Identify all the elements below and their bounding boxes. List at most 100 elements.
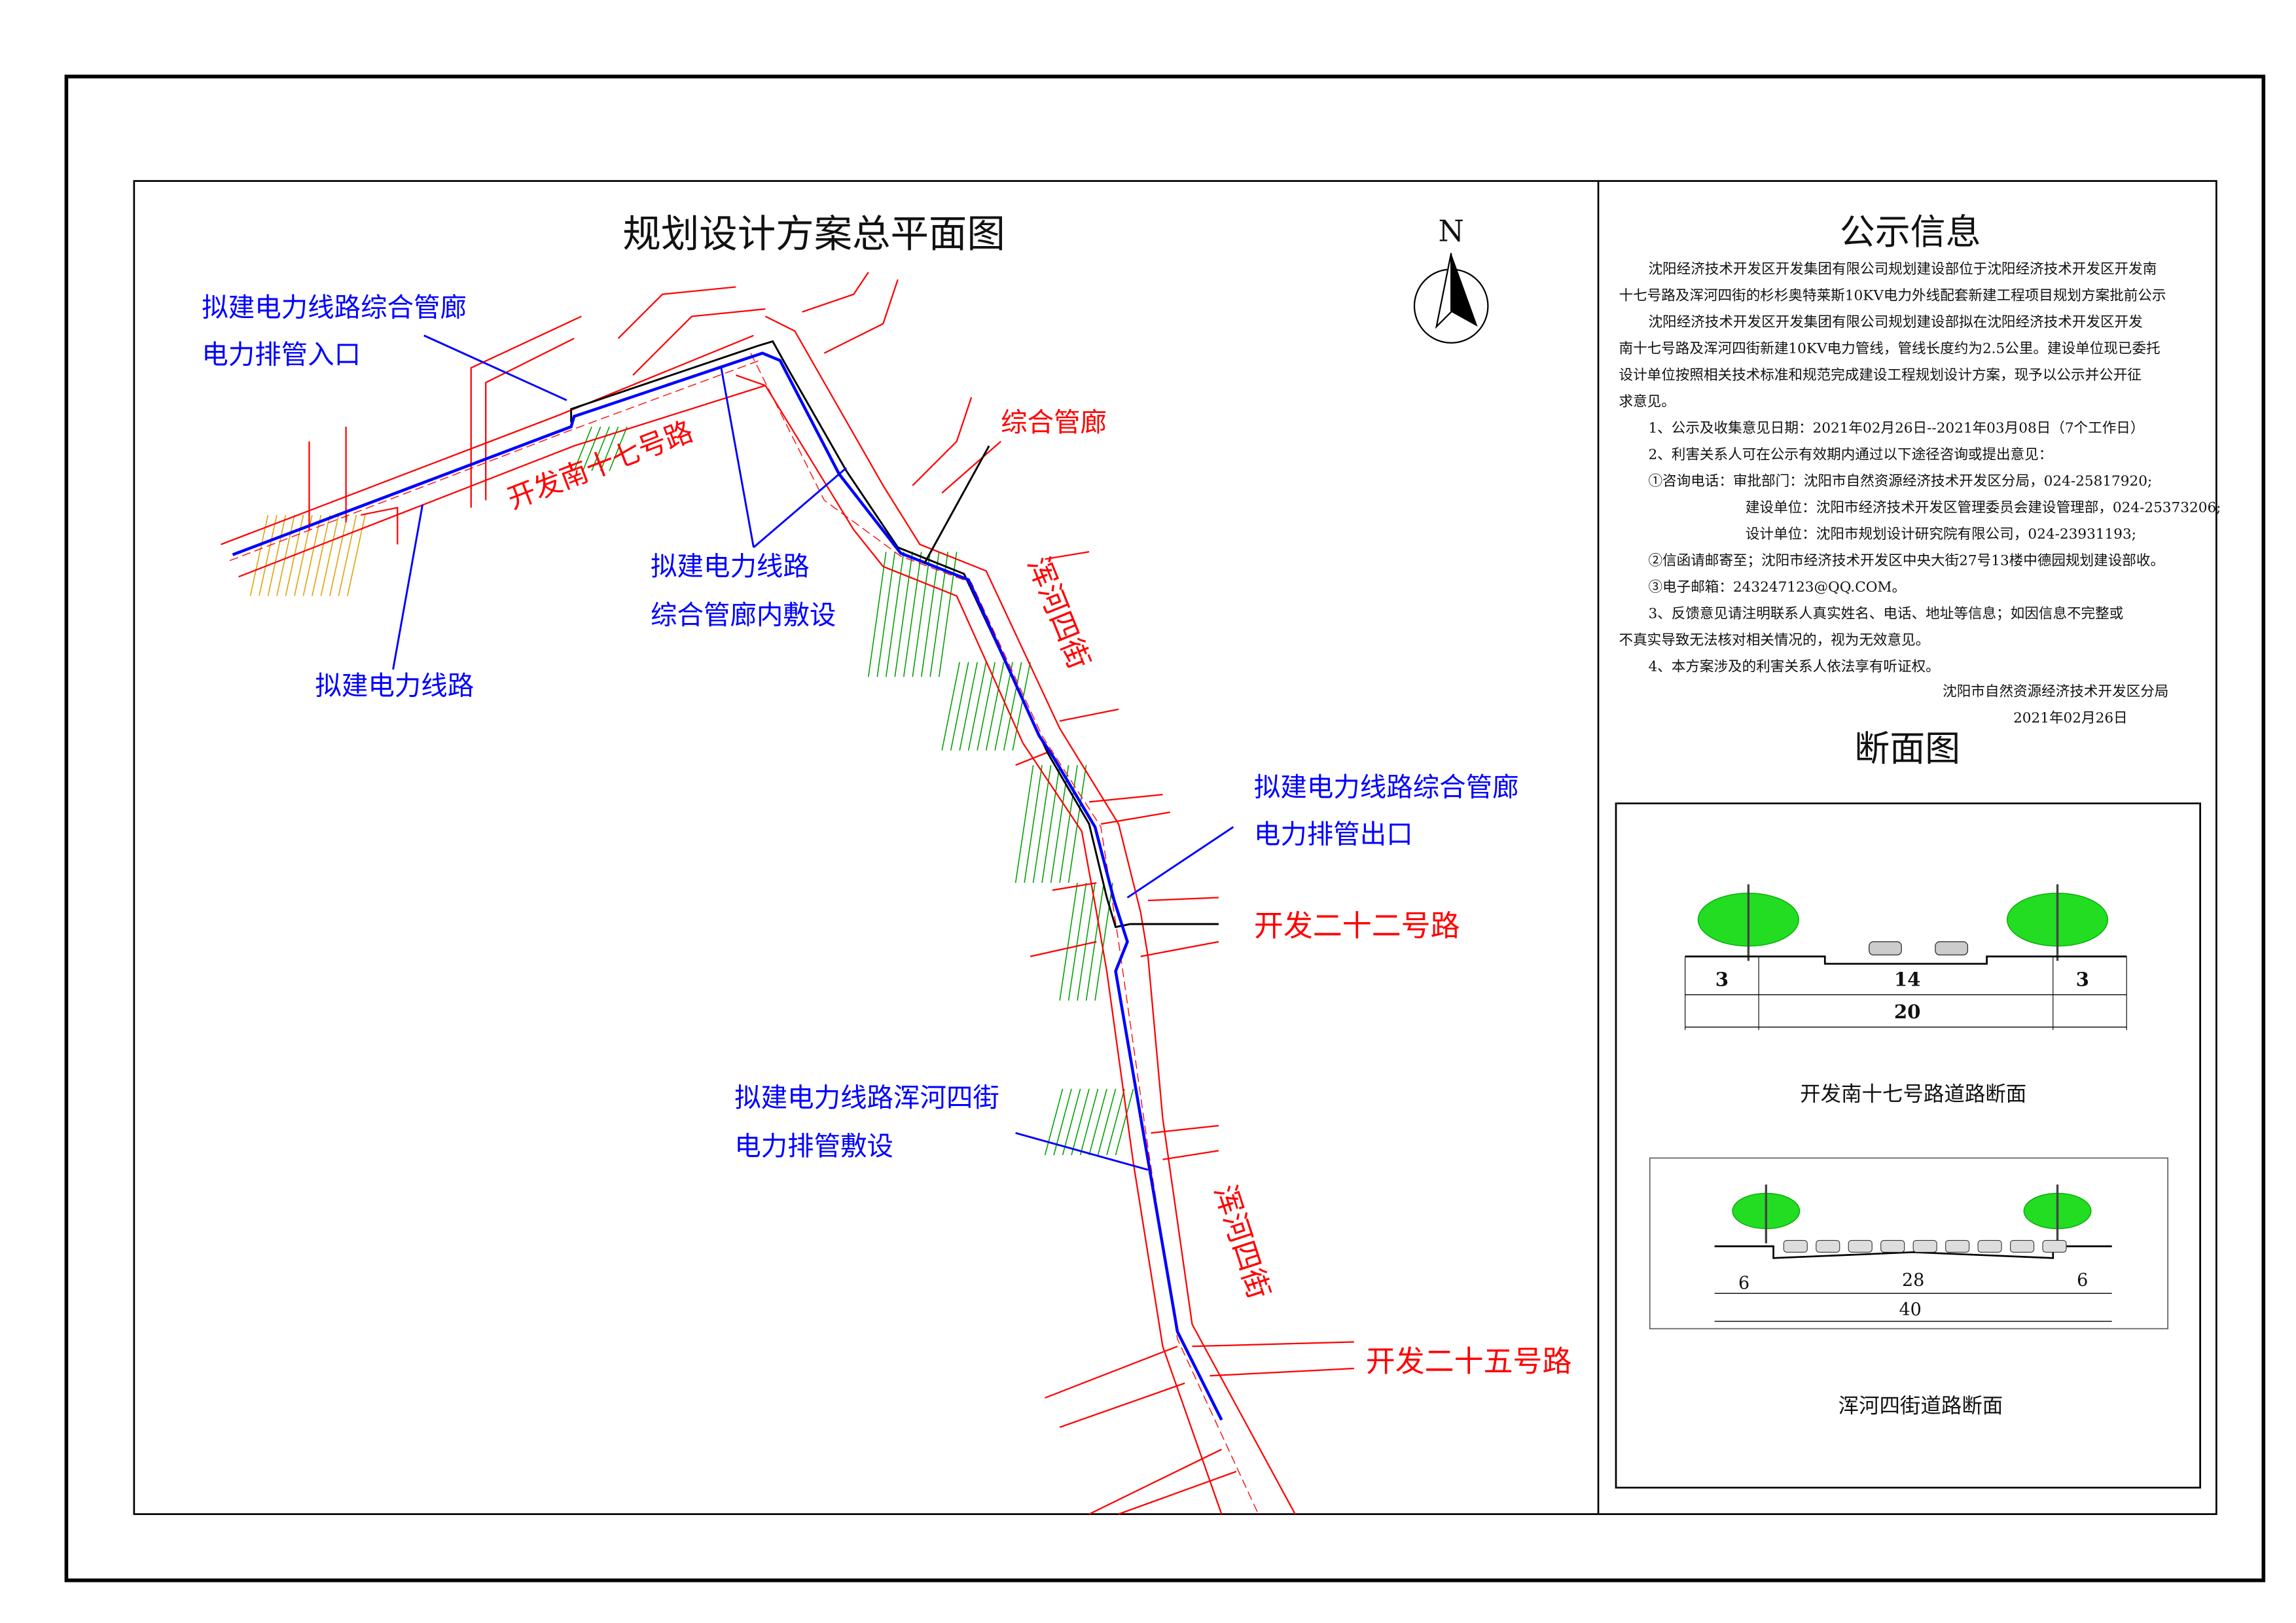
sections-box: [1615, 802, 2201, 1489]
hatch-line: [1106, 1088, 1125, 1156]
road-centerline: [229, 360, 760, 562]
road-profile: [1685, 955, 2127, 965]
car-icon: [2042, 1240, 2067, 1253]
utility-tunnel: [570, 340, 1219, 929]
hatch-line: [1044, 1088, 1064, 1156]
road-edge: [1118, 1471, 1237, 1515]
hatch-line: [1024, 765, 1043, 883]
north-arrow-left-icon: [1435, 253, 1452, 329]
road-edge: [617, 286, 736, 339]
leader-lines: [392, 334, 1234, 1171]
sections-title: 断面图: [1854, 728, 1960, 769]
notice-line: ②信函请邮寄至；沈阳市经济技术开发区中央大街27号13楼中德园规划建设部收。: [1648, 552, 2164, 569]
car-icon: [1945, 1240, 1970, 1253]
car-icon: [1935, 941, 1969, 955]
label-road-25: 开发二十五号路: [1366, 1344, 1572, 1379]
hatch-line: [1088, 1088, 1107, 1156]
hatch-line: [1094, 882, 1113, 1001]
road-edge: [1059, 708, 1119, 722]
notice-line: 不真实导致无法核对相关情况的，视为无效意见。: [1619, 632, 1929, 649]
notice-line: 设计单位按照相关技术标准和规范完成建设工程规划设计方案，现予以公示并公开征: [1619, 367, 2141, 383]
label-road-s17: 开发南十七号路: [503, 415, 698, 516]
notice-line: 沈阳经济技术开发区开发集团有限公司规划建设部拟在沈阳经济技术开发区开发: [1648, 314, 2142, 330]
hatch-line: [1115, 1088, 1134, 1156]
notice-title: 公示信息: [1840, 211, 1981, 253]
hatch-line: [886, 552, 905, 677]
hunhe-center-width: 28: [1902, 1270, 1924, 1291]
label-hunhe-street-2: 浑河四街: [1208, 1181, 1277, 1303]
hatch-line: [276, 514, 295, 596]
car-icon: [1816, 1240, 1840, 1253]
notice-line: 2、利害关系人可在公示有效期内通过以下途径咨询或提出意见：: [1648, 447, 2053, 463]
hatch-line: [941, 662, 960, 751]
hatch-line: [950, 662, 969, 751]
hatch-line: [259, 514, 278, 596]
hatch-line: [320, 514, 340, 596]
hatch-line: [591, 426, 610, 471]
hatch-line: [1032, 765, 1052, 883]
road-edge: [1030, 940, 1097, 957]
map-title: 规划设计方案总平面图: [622, 212, 1005, 257]
road-edge: [1162, 1150, 1219, 1160]
road-edge: [1100, 812, 1170, 825]
notice-issuer: 沈阳市自然资源经济技术开发区分局: [1943, 683, 2168, 700]
road-edge: [221, 334, 754, 545]
hunhe-total-width: 40: [1899, 1300, 1922, 1320]
hatch-line: [959, 662, 978, 751]
label-entry-line2: 电力排管入口: [202, 338, 361, 370]
road-edge: [360, 507, 399, 544]
hatch-line: [903, 552, 922, 677]
section-s17: 3 14 3 20 开发南十七号路道路断面: [1685, 884, 2127, 1106]
notice-line: ①咨询电话：审批部门：沈阳市自然资源经济技术开发区分局，024-25817920…: [1648, 473, 2152, 490]
road-edge: [485, 338, 575, 501]
road-edge: [470, 315, 582, 508]
s17-caption: 开发南十七号路道路断面: [1800, 1082, 2026, 1106]
road-edge: [1052, 882, 1097, 891]
hunhe-left-width: 6: [1738, 1274, 1749, 1294]
notice-line: 十七号路及浑河四街的杉杉奥特莱斯10KV电力外线配套新建工程项目规划方案批前公示: [1619, 288, 2166, 304]
hatch-line: [267, 514, 287, 596]
section-s17-drawing: [1685, 884, 2127, 1030]
car-icon: [2010, 1240, 2035, 1253]
hatch-line: [894, 552, 914, 677]
car-icon: [1880, 1240, 1905, 1253]
label-road-22: 开发二十二号路: [1254, 908, 1460, 943]
road-edge: [1088, 794, 1163, 803]
car-icon: [1977, 1240, 2002, 1253]
hatch-line: [338, 514, 357, 596]
hatch-line: [573, 426, 592, 471]
hatch-line: [1067, 882, 1087, 1001]
hatch-line: [967, 662, 987, 751]
notice-line: 建设单位：沈阳市经济技术开发区管理委员会建设管理部，024-25373206;: [1746, 499, 2221, 516]
hatch-line: [1079, 1088, 1099, 1156]
road-edge: [1059, 1382, 1185, 1429]
hatch-line: [1014, 765, 1034, 883]
road-network: [221, 272, 1354, 1515]
green-hatch-areas: [249, 426, 1134, 1156]
road-edge: [1192, 1341, 1354, 1347]
s17-right-width: 3: [2076, 968, 2089, 990]
s17-center-width: 14: [1894, 968, 1921, 990]
car-icon: [1783, 1240, 1808, 1253]
hatch-line: [1012, 662, 1031, 751]
hatch-line: [329, 514, 348, 596]
s17-total-width: 20: [1894, 1001, 1921, 1023]
hatch-line: [985, 662, 1005, 751]
hatch-line: [312, 514, 331, 596]
site-plan-map: [221, 272, 1354, 1515]
hatch-line: [920, 552, 940, 677]
road-edge: [1147, 897, 1219, 902]
label-hunhe-pipe-line1: 拟建电力线路浑河四街: [734, 1082, 999, 1113]
road-edge: [1140, 940, 1219, 957]
hatch-line: [302, 514, 322, 596]
hatch-line: [582, 426, 601, 471]
notice-line: 沈阳经济技术开发区开发集团有限公司规划建设部位于沈阳经济技术开发区开发南: [1648, 261, 2157, 277]
label-in-tunnel-line2: 综合管廊内敷设: [651, 599, 836, 630]
hunhe-caption: 浑河四街道路断面: [1839, 1394, 2003, 1418]
s17-left-width: 3: [1715, 968, 1729, 990]
hatch-line: [1077, 882, 1096, 1001]
hatch-line: [1071, 1088, 1090, 1156]
hatch-line: [868, 552, 887, 677]
road-edge: [823, 279, 899, 354]
inner-frame: [133, 180, 2217, 1515]
